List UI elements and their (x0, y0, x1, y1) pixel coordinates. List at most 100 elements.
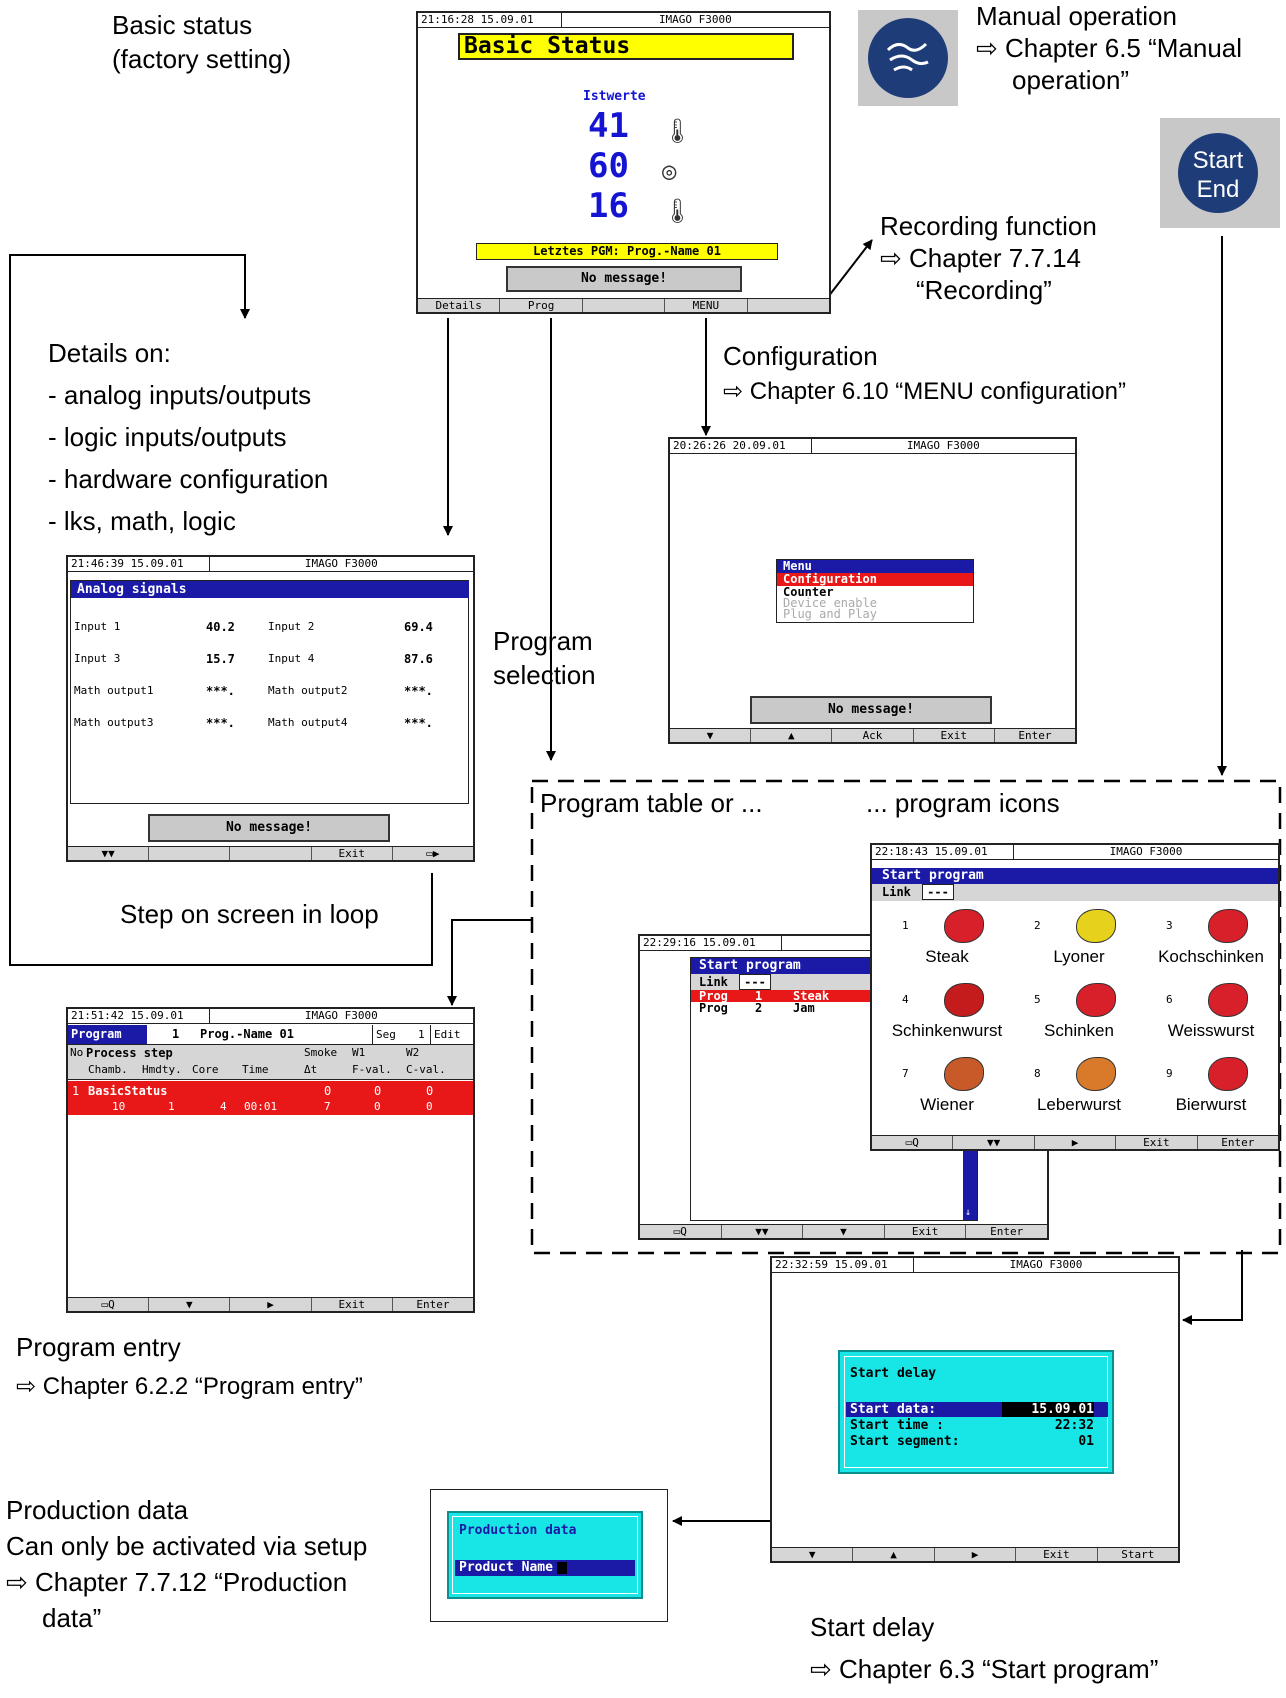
field-value[interactable]: 15.09.01 (1002, 1402, 1094, 1417)
cell-value[interactable]: 00:01 (244, 1100, 278, 1113)
manual-operation-icon[interactable] (858, 10, 958, 106)
humidity-value: 60 (588, 146, 629, 186)
link-field[interactable]: --- (739, 974, 771, 990)
column-header: C-val. (406, 1063, 446, 1076)
menu-item-configuration[interactable]: Configuration (777, 573, 973, 586)
program-number: 1 (172, 1027, 180, 1041)
production-dialog-title: Production data (459, 1523, 577, 1538)
zoom-softkey[interactable]: ▭Q (68, 1298, 150, 1311)
menu-softkey[interactable]: MENU (665, 299, 748, 312)
menu-item-plug-and-play: Plug and Play (783, 607, 877, 621)
program-name[interactable]: Prog.-Name 01 (200, 1027, 294, 1041)
status-bar: 21:51:42 15.09.01 IMAGO F3000 (68, 1009, 473, 1024)
empty-softkey[interactable] (230, 847, 312, 860)
cell-value[interactable]: 1 (168, 1100, 175, 1113)
zoom-softkey[interactable]: ▭Q (872, 1136, 954, 1149)
cell-value[interactable]: BasicStatus (88, 1084, 168, 1098)
prog-softkey[interactable]: Prog (500, 299, 583, 312)
start-text: Start (1193, 147, 1244, 174)
right-softkey[interactable]: ▶ (230, 1298, 312, 1311)
program-icon-number: 3 (1166, 919, 1173, 932)
program-row-name: Steak (793, 989, 830, 1003)
field-value[interactable]: 22:32 (1054, 1418, 1094, 1433)
cell-value[interactable]: 10 (112, 1100, 126, 1113)
column-header: W2 (406, 1046, 420, 1059)
value-icons: 🌡 ◎ 🌡 (662, 111, 692, 231)
down-softkey[interactable]: ▼ (149, 1298, 231, 1311)
program-food-icon (1208, 909, 1248, 943)
program-icon-label: Schinken (1044, 1021, 1114, 1040)
page-down-softkey[interactable]: ▼▼ (953, 1136, 1035, 1149)
exit-softkey[interactable]: Exit (1016, 1548, 1098, 1561)
signal-label: Math output4 (268, 716, 348, 729)
program-icon-number: 6 (1166, 993, 1173, 1006)
enter-softkey[interactable]: Enter (990, 1225, 1024, 1238)
menu-item-counter[interactable]: Counter (783, 585, 834, 599)
scroll-down-icon[interactable]: ↓ (965, 1207, 972, 1218)
field-value[interactable]: 01 (1078, 1434, 1094, 1449)
enter-softkey[interactable]: Enter (1221, 1136, 1255, 1149)
edit-button[interactable]: Edit (430, 1025, 461, 1044)
field-label: Start data: (850, 1402, 937, 1417)
empty-softkey[interactable] (149, 847, 231, 860)
up-softkey[interactable]: ▲ (751, 729, 833, 742)
right-softkey[interactable]: ▶ (935, 1548, 1017, 1561)
configuration-label: Configuration ⇨ Chapter 6.10 “MENU confi… (723, 341, 1126, 405)
cell-value[interactable]: 7 (324, 1100, 331, 1113)
product-name-field[interactable]: Product Name (455, 1560, 635, 1576)
next-screen-softkey[interactable]: ▭▶ (426, 847, 440, 860)
exit-softkey[interactable]: Exit (312, 1298, 393, 1311)
signal-label: Math output3 (74, 716, 154, 729)
start-softkey[interactable]: Start (1121, 1548, 1155, 1561)
program-icon-number: 2 (1034, 919, 1041, 932)
exit-softkey[interactable]: Exit (914, 729, 995, 742)
softkey-bar: ▼ ▲ ▶ Exit Start (772, 1547, 1178, 1561)
details-softkey[interactable]: Details (418, 299, 501, 312)
program-icon-label: Weisswurst (1167, 1021, 1255, 1040)
down-softkey[interactable]: ▼ (803, 1225, 885, 1238)
page-down-softkey[interactable]: ▼▼ (68, 847, 150, 860)
right-softkey[interactable]: ▶ (1035, 1136, 1117, 1149)
cell-value[interactable]: 0 (374, 1100, 381, 1113)
cell-value[interactable]: 4 (220, 1100, 227, 1113)
start-end-icon[interactable]: Start End (1160, 118, 1280, 228)
enter-softkey[interactable]: Enter (1018, 729, 1052, 742)
down-softkey[interactable]: ▼ (772, 1548, 854, 1561)
ack-softkey[interactable]: Ack (832, 729, 914, 742)
empty-softkey[interactable] (748, 299, 829, 312)
link-field[interactable]: --- (922, 884, 954, 900)
empty-softkey[interactable] (583, 299, 666, 312)
down-softkey[interactable]: ▼ (670, 729, 752, 742)
exit-softkey[interactable]: Exit (312, 847, 393, 860)
zoom-softkey[interactable]: ▭Q (640, 1225, 722, 1238)
signal-value: 40.2 (206, 620, 235, 634)
table-row[interactable] (68, 1081, 473, 1115)
column-header: Smoke (304, 1046, 338, 1059)
up-softkey[interactable]: ▲ (853, 1548, 935, 1561)
column-header: F-val. (352, 1063, 392, 1076)
cell-value[interactable]: 0 (426, 1100, 433, 1113)
cell-value: 0 (324, 1084, 332, 1098)
page-down-softkey[interactable]: ▼▼ (722, 1225, 804, 1238)
signal-value: 87.6 (404, 652, 433, 666)
program-icon-number: 7 (902, 1067, 909, 1080)
exit-softkey[interactable]: Exit (885, 1225, 967, 1238)
exit-softkey[interactable]: Exit (1116, 1136, 1198, 1149)
link-label: Link (699, 975, 728, 989)
enter-softkey[interactable]: Enter (416, 1298, 450, 1311)
basic-status-screen: 21:16:28 15.09.01 IMAGO F3000 Basic Stat… (416, 11, 831, 314)
signal-value: ***. (206, 716, 235, 730)
menu-popup: Menu Configuration Counter Device enable… (776, 559, 974, 623)
softkey-bar: ▭Q ▼▼ ▼ Exit Enter (640, 1224, 1047, 1238)
